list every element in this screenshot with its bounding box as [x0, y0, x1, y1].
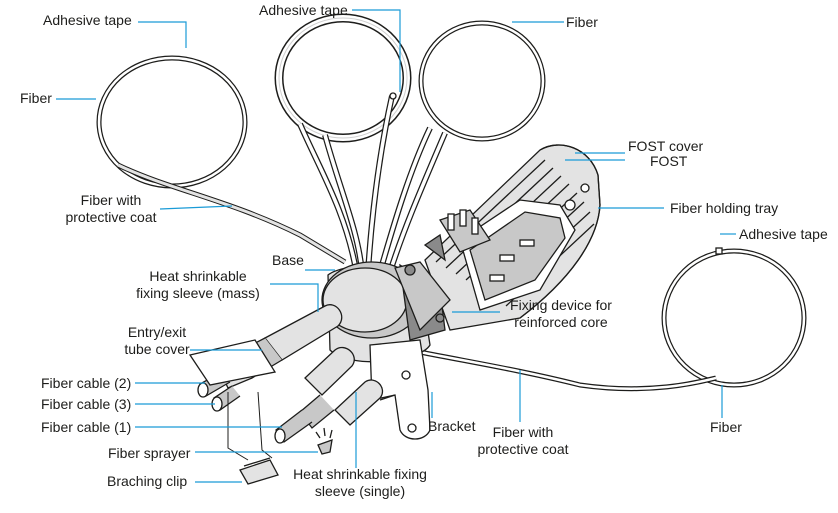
braching-clip: [227, 391, 279, 485]
bracket: [369, 339, 431, 440]
label-fiber-protective-coat-bottom: Fiber with protective coat: [477, 424, 569, 457]
label-fiber-top: Fiber: [566, 14, 598, 30]
label-entry-exit-tube-cover: Entry/exit tube cover: [124, 324, 190, 357]
closure-base: [321, 261, 451, 363]
label-fiber-left: Fiber: [20, 90, 52, 106]
label-fixing-device: Fixing device for reinforced core: [510, 297, 612, 330]
label-heat-shrink-single: Heat shrinkable fixing sleeve (single): [293, 466, 427, 499]
label-adhesive-tape-left: Adhesive tape: [43, 12, 132, 28]
entry-exit-tube-cover: [188, 339, 277, 386]
label-fost-cover: FOST cover: [628, 138, 704, 154]
fost-tray: [424, 144, 601, 331]
label-fiber-protective-coat-left: Fiber with protective coat: [65, 192, 157, 225]
label-fiber-cable-3: Fiber cable (3): [41, 396, 132, 412]
fiber-coil-top: [274, 13, 412, 273]
label-fiber-holding-tray: Fiber holding tray: [670, 200, 779, 216]
label-braching-clip: Braching clip: [107, 473, 188, 489]
label-heat-shrink-mass: Heat shrinkable fixing sleeve (mass): [136, 268, 260, 301]
label-adhesive-tape-right: Adhesive tape: [739, 226, 828, 242]
label-bracket: Bracket: [428, 418, 476, 434]
label-base: Base: [272, 252, 304, 268]
fiber-coil-right: [419, 247, 807, 392]
leader-lines: [56, 9, 736, 483]
fiber-sprayer: [315, 427, 333, 455]
fiber-coil-left: [96, 55, 347, 265]
label-adhesive-tape-top: Adhesive tape: [259, 2, 348, 18]
label-fiber-cable-2: Fiber cable (2): [41, 375, 132, 391]
label-fost: FOST: [650, 153, 688, 169]
label-fiber-sprayer: Fiber sprayer: [108, 445, 191, 461]
fiber-coil-top-right: [377, 20, 546, 273]
label-fiber-right: Fiber: [710, 419, 742, 435]
label-fiber-cable-1: Fiber cable (1): [41, 419, 132, 435]
splice-holders: [423, 209, 491, 262]
